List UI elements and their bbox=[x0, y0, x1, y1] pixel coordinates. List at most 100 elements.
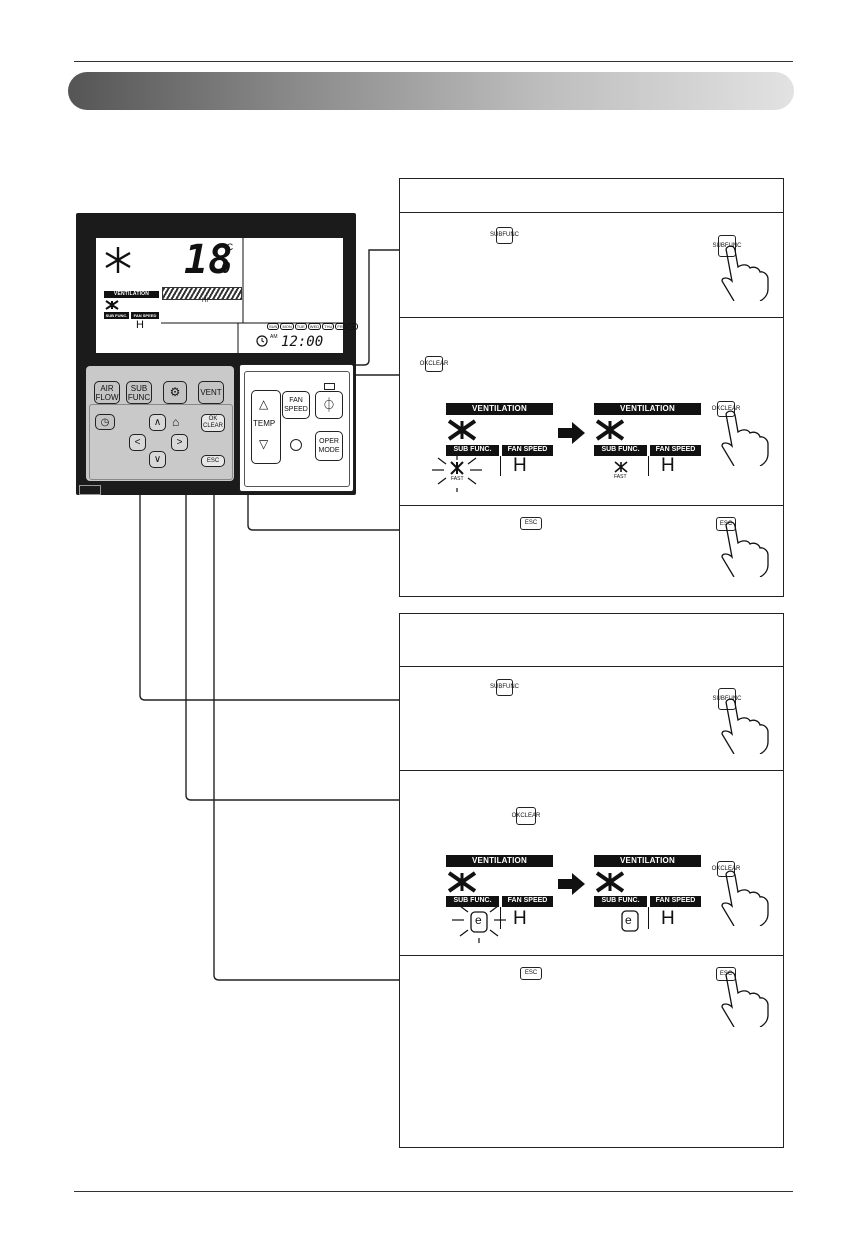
temp-rocker[interactable] bbox=[251, 390, 281, 464]
left-arrow-button[interactable]: < bbox=[129, 434, 146, 451]
lcd-day: SUN bbox=[267, 323, 280, 330]
esc-button[interactable]: ESC bbox=[201, 455, 225, 467]
display-eco-symbol: e bbox=[475, 913, 482, 927]
key-label: FUNC bbox=[724, 695, 742, 702]
key-label: FUNC bbox=[724, 242, 742, 249]
chevron-left-icon: < bbox=[134, 437, 141, 448]
inline-esc-key: ESC bbox=[520, 517, 542, 530]
display-separator bbox=[500, 456, 501, 476]
lcd-day: FRI bbox=[335, 323, 346, 330]
power-button[interactable]: ⏀ bbox=[315, 391, 343, 419]
bottom-rule bbox=[74, 1191, 793, 1192]
key-label: SUB bbox=[712, 242, 725, 249]
display-fast-label: FAST bbox=[451, 476, 464, 482]
lcd-temp-unit: °C bbox=[223, 242, 234, 252]
temp-down-icon: ▽ bbox=[259, 437, 269, 451]
display-fan-value: H bbox=[513, 455, 527, 476]
lcd-fan-level: HI bbox=[202, 298, 208, 304]
chevron-right-icon: > bbox=[176, 437, 183, 448]
sub-func-button[interactable]: SUB FUNC bbox=[126, 381, 152, 404]
remote-base-clip bbox=[79, 485, 101, 495]
right-pad-frame bbox=[244, 371, 350, 487]
lcd-day: TUE bbox=[294, 323, 307, 330]
home-icon: ⌂ bbox=[172, 415, 180, 429]
display-ventilation-label: VENTILATION bbox=[594, 403, 701, 415]
step-divider bbox=[400, 505, 783, 506]
ok-clear-button[interactable]: OK CLEAR bbox=[201, 414, 225, 432]
cool-mode-icon bbox=[105, 247, 131, 273]
step-divider bbox=[400, 955, 783, 956]
key-label: FUNC bbox=[502, 684, 520, 690]
display-fan-speed-tag: FAN SPEED bbox=[650, 445, 701, 456]
step-divider bbox=[400, 212, 783, 213]
key-label: SUB bbox=[490, 684, 503, 690]
display-ventilation-label: VENTILATION bbox=[594, 855, 701, 867]
lcd-fan-speed-value: H bbox=[136, 319, 144, 331]
down-arrow-button[interactable]: ∨ bbox=[149, 451, 166, 468]
fast-vent-icon bbox=[614, 461, 628, 473]
display-fan-value: H bbox=[661, 908, 675, 929]
finger-press-icon bbox=[721, 410, 769, 466]
display-fan-speed-tag: FAN SPEED bbox=[650, 896, 701, 907]
display-ventilation-label: VENTILATION bbox=[446, 855, 553, 867]
finger-press-icon bbox=[721, 521, 769, 577]
display-ventilation-label: VENTILATION bbox=[446, 403, 553, 415]
fan-speed-button[interactable]: FAN SPEED bbox=[282, 391, 310, 419]
display-separator bbox=[500, 907, 501, 929]
lcd-clock-ampm: AM bbox=[270, 334, 278, 340]
lcd-clock-time: 12:00 bbox=[281, 334, 324, 350]
arrow-right-icon bbox=[558, 422, 585, 444]
vent-fan-icon bbox=[595, 871, 625, 893]
display-sub-func-tag: SUB FUNC. bbox=[594, 445, 647, 456]
clock-icon bbox=[256, 335, 268, 347]
finger-press-icon bbox=[721, 971, 769, 1027]
display-fast-label: FAST bbox=[614, 474, 627, 480]
display-fan-speed-tag: FAN SPEED bbox=[502, 445, 553, 456]
power-icon: ⏀ bbox=[322, 396, 336, 413]
display-fan-value: H bbox=[513, 908, 527, 929]
vent-button[interactable]: VENT bbox=[198, 381, 224, 404]
air-flow-button[interactable]: AIR FLOW bbox=[94, 381, 120, 404]
key-label: CLEAR bbox=[720, 865, 741, 872]
temp-up-icon: △ bbox=[259, 397, 269, 411]
key-label: OK bbox=[419, 360, 429, 367]
lcd-sub-func-tag: SUB FUNC. bbox=[104, 312, 129, 319]
up-arrow-button[interactable]: ∧ bbox=[149, 414, 166, 431]
lcd-day: MON bbox=[280, 323, 294, 330]
vent-fan-icon bbox=[447, 871, 477, 893]
eco-icon bbox=[621, 910, 639, 932]
lcd-day: THU bbox=[322, 323, 335, 330]
finger-press-icon bbox=[721, 870, 769, 926]
blinking-eco-icon bbox=[452, 900, 506, 943]
key-label: SUB bbox=[490, 232, 503, 238]
lcd-weekdays: SUN MON TUE WED THU FRI SAT bbox=[267, 323, 359, 330]
temp-label: TEMP bbox=[253, 419, 276, 428]
right-arrow-button[interactable]: > bbox=[171, 434, 188, 451]
vent-fan-icon bbox=[447, 419, 477, 441]
key-label: SUB bbox=[712, 695, 725, 702]
finger-press-icon bbox=[721, 698, 769, 754]
key-label: CLEAR bbox=[720, 405, 741, 412]
key-label: CLEAR bbox=[428, 360, 449, 367]
finger-press-icon bbox=[721, 245, 769, 301]
display-separator bbox=[648, 907, 649, 929]
lcd-fan-speed-bar bbox=[162, 287, 242, 300]
chevron-up-icon: ∧ bbox=[153, 417, 162, 428]
chevron-down-icon: ∨ bbox=[153, 454, 162, 465]
settings-button[interactable]: ⚙ bbox=[163, 381, 187, 404]
display-separator bbox=[648, 456, 649, 476]
display-eco-symbol: e bbox=[625, 913, 632, 927]
lcd-temperature: 18 bbox=[184, 237, 233, 283]
display-sub-func-tag: SUB FUNC. bbox=[446, 896, 499, 907]
lcd-screen: 18 0 °C HI VENTILATION SUB FUNC. FAN SPE… bbox=[96, 237, 359, 353]
oper-mode-button[interactable]: OPER MODE bbox=[315, 431, 343, 461]
display-sub-func-tag: SUB FUNC. bbox=[446, 445, 499, 456]
timer-button[interactable]: ◷ bbox=[95, 414, 115, 430]
